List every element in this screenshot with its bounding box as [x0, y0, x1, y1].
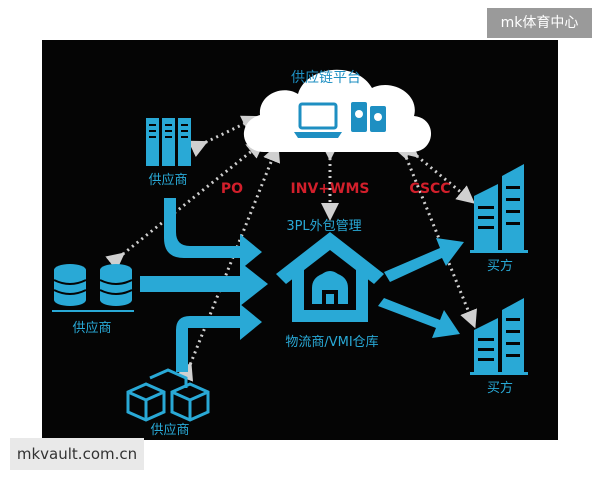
building-icon-bottom [470, 298, 528, 375]
watermark-top-right: mk体育中心 [487, 8, 592, 38]
supplier-label-top: 供应商 [148, 172, 187, 188]
buyer-label-bottom: 买方 [487, 380, 513, 396]
laptop-icon [294, 102, 342, 138]
flow-arrows [140, 198, 464, 372]
outsourcing-label: 3PL外包管理 [286, 219, 361, 234]
warehouse-label: 物流商/VMI仓库 [285, 334, 378, 350]
building-icon-top [470, 164, 528, 253]
dotted-connectors [105, 115, 477, 382]
server-rack-icon [146, 118, 191, 166]
warehouse-house-icon [276, 232, 384, 322]
phone-tablet-icon [351, 102, 386, 132]
arrow-to-buyer-top [384, 238, 464, 282]
watermark-bottom-left: mkvault.com.cn [10, 438, 144, 470]
database-icon [52, 264, 134, 312]
buyer-label-top: 买方 [487, 258, 513, 274]
box-icon [126, 368, 210, 422]
arrow-top-supplier [164, 198, 262, 270]
arrow-middle-supplier [140, 262, 268, 306]
arrow-bottom-supplier [176, 304, 262, 372]
supplier-label-bottom: 供应商 [150, 422, 189, 438]
flow-label-inv-wms: INV+WMS [291, 181, 370, 197]
flow-label-po: PO [221, 181, 243, 197]
supplier-label-middle: 供应商 [72, 320, 111, 336]
arrow-to-buyer-bottom [378, 298, 460, 338]
cloud-platform [243, 69, 432, 152]
cloud-title: 供应链平台 [291, 69, 361, 86]
flow-label-cscc: CSCC [409, 181, 450, 197]
